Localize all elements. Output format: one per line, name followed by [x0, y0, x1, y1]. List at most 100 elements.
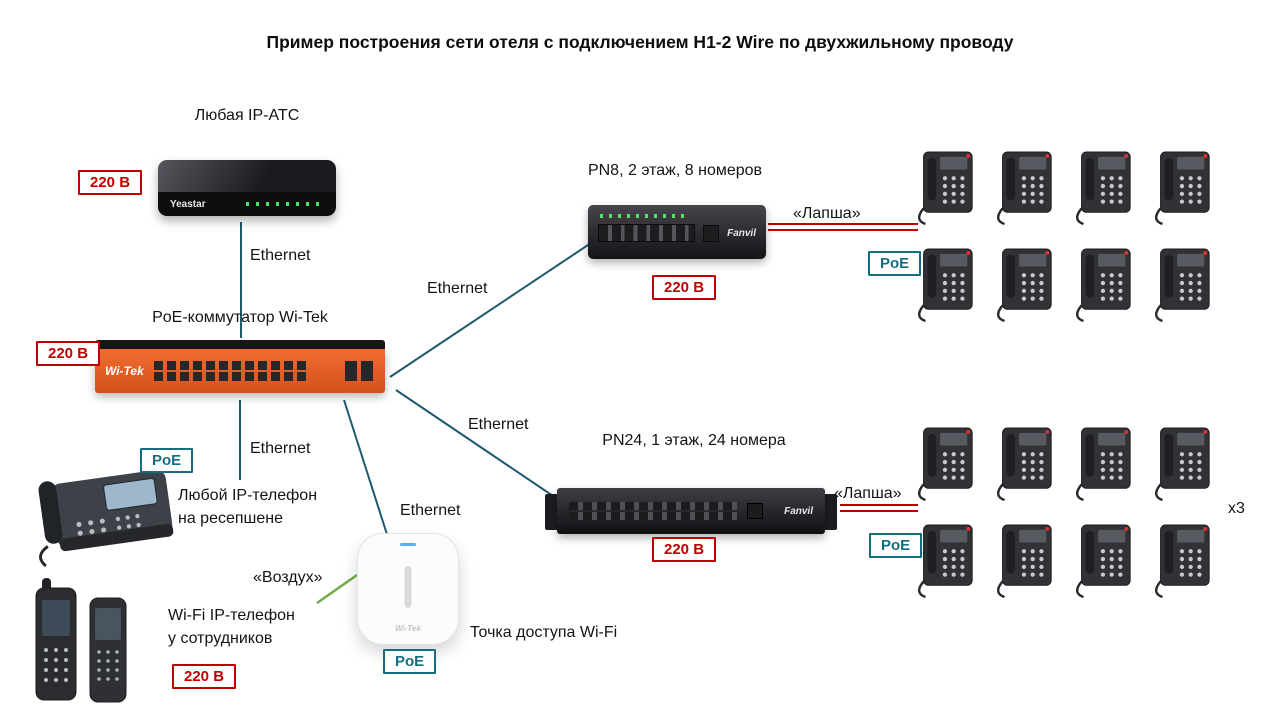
pn8-port-row — [598, 224, 696, 242]
ip-phone-icon — [917, 524, 973, 599]
ethernet-label-core-ap: Ethernet — [400, 502, 461, 519]
ip-phone-icon — [1075, 524, 1131, 599]
access-point-label: Точка доступа Wi-Fi — [470, 624, 618, 641]
core-switch-port-block — [153, 359, 310, 383]
ipatc-top-panel — [158, 160, 336, 192]
ipatc-status-leds — [246, 202, 324, 206]
ethernet-label-atc-core: Ethernet — [250, 247, 311, 264]
ip-phone-icon — [1154, 427, 1210, 502]
hotel-room-ip-phone — [1145, 521, 1215, 606]
hotel-room-ip-phone — [1066, 148, 1136, 233]
ip-phone-icon — [1075, 151, 1131, 226]
lapsha-label-pn8: «Лапша» — [793, 205, 861, 222]
ip-phone-icon — [1154, 524, 1210, 599]
ip-phone-icon — [996, 524, 1052, 599]
ip-phone-icon — [1075, 427, 1131, 502]
page-title: Пример построения сети отеля с подключен… — [266, 32, 1014, 52]
reception-phone-label-line2: на ресепшене — [178, 510, 284, 527]
hotel-room-ip-phone — [987, 148, 1057, 233]
power-badge-pn8: 220 В — [652, 275, 717, 300]
core-switch-port-row-1 — [153, 361, 310, 370]
wifi-phone-icon — [35, 578, 127, 703]
hotel-room-ip-phone — [1145, 245, 1215, 330]
hotel-room-ip-phone — [908, 521, 978, 606]
hotel-room-ip-phone — [1066, 521, 1136, 606]
pn24-uplink-port — [747, 503, 763, 519]
reception-phone-label-line1: Любой IP-телефон — [178, 487, 318, 504]
hotel-room-ip-phone — [987, 245, 1057, 330]
pn24-port-row-1 — [569, 501, 737, 510]
hotel-room-ip-phone — [908, 245, 978, 330]
ip-phone-icon — [1075, 248, 1131, 323]
hotel-room-ip-phone — [1066, 245, 1136, 330]
power-badge-core-switch: 220 В — [36, 341, 101, 366]
access-point-slot — [404, 566, 412, 608]
poe-badge-floor1: PoE — [869, 533, 923, 558]
edge-ethernet-core-pn8 — [389, 236, 601, 378]
reception-phone-label: Любой IP-телефон на ресепшене — [178, 484, 317, 530]
core-switch-sfp-ports — [345, 361, 375, 381]
ip-phone-icon — [917, 427, 973, 502]
pn24-port-block — [569, 499, 737, 523]
pn24-rack-ear-right — [824, 494, 837, 530]
ipatc-device: Yeastar — [158, 160, 336, 216]
air-label: «Воздух» — [253, 569, 323, 586]
hotel-room-ip-phone — [1066, 424, 1136, 509]
power-badge-pn24: 220 В — [652, 537, 717, 562]
ipatc-brand: Yeastar — [170, 198, 206, 210]
core-switch-port-row-2 — [153, 372, 310, 381]
pn24-label: PN24, 1 этаж, 24 номера — [602, 432, 786, 449]
core-switch-device: Wi-Tek — [95, 340, 385, 393]
hotel-room-ip-phone — [908, 424, 978, 509]
hotel-room-ip-phone — [987, 521, 1057, 606]
poe-badge-reception: PoE — [140, 448, 194, 473]
edge-air-wifiphone-ap — [316, 573, 358, 605]
floor1-multiplier-label: x3 — [1228, 500, 1245, 517]
ip-phone-icon — [1154, 248, 1210, 323]
wifi-phone-label: Wi-Fi IP-телефон у сотрудников — [168, 604, 295, 650]
access-point-led — [400, 543, 416, 546]
reception-phone-icon — [38, 469, 174, 568]
core-switch-label: PoE-коммутатор Wi-Tek — [152, 309, 328, 326]
poe-badge-floor2: PoE — [868, 251, 922, 276]
ip-phone-icon — [996, 151, 1052, 226]
ip-phone-icon — [996, 248, 1052, 323]
ethernet-label-core-pn24: Ethernet — [468, 416, 529, 433]
reception-phone-device — [20, 452, 178, 573]
ethernet-label-core-pn8: Ethernet — [427, 280, 488, 297]
wifi-phone-device — [28, 578, 153, 711]
hotel-room-ip-phone — [1145, 424, 1215, 509]
pn24-brand: Fanvil — [784, 505, 813, 517]
lapsha-label-pn24: «Лапша» — [834, 485, 902, 502]
ip-phone-icon — [996, 427, 1052, 502]
core-switch-brand: Wi-Tek — [105, 364, 144, 378]
ip-phone-icon — [917, 151, 973, 226]
power-badge-ipatc: 220 В — [78, 170, 143, 195]
pn8-label: PN8, 2 этаж, 8 номеров — [587, 162, 763, 179]
access-point-device: Wi-Tek — [357, 533, 459, 645]
power-badge-wifi-phone: 220 В — [172, 664, 237, 689]
pn8-status-leds — [600, 214, 684, 218]
edge-ethernet-core-pn24 — [395, 389, 563, 503]
pn8-brand: Fanvil — [727, 227, 756, 239]
core-switch-front-panel: Wi-Tek — [95, 349, 385, 393]
hotel-room-ip-phone — [908, 148, 978, 233]
pn24-front-panel: Fanvil — [557, 488, 825, 534]
pn8-device: Fanvil — [588, 205, 766, 259]
ip-phone-icon — [1154, 151, 1210, 226]
core-switch-top-panel — [95, 340, 385, 349]
ip-phone-icon — [917, 248, 973, 323]
hotel-room-ip-phone — [1145, 148, 1215, 233]
ipatc-front-panel: Yeastar — [158, 192, 336, 216]
wifi-phone-label-line2: у сотрудников — [168, 630, 273, 647]
pn24-device: Fanvil — [545, 487, 837, 535]
pn24-port-row-2 — [569, 512, 737, 521]
ethernet-label-core-reception: Ethernet — [250, 440, 311, 457]
access-point-brand: Wi-Tek — [395, 624, 421, 633]
pn24-rack-ear-left — [545, 494, 558, 530]
hotel-room-ip-phone — [987, 424, 1057, 509]
ipatc-label: Любая IP-АТС — [194, 107, 300, 124]
phone-group-floor2 — [903, 148, 1219, 330]
